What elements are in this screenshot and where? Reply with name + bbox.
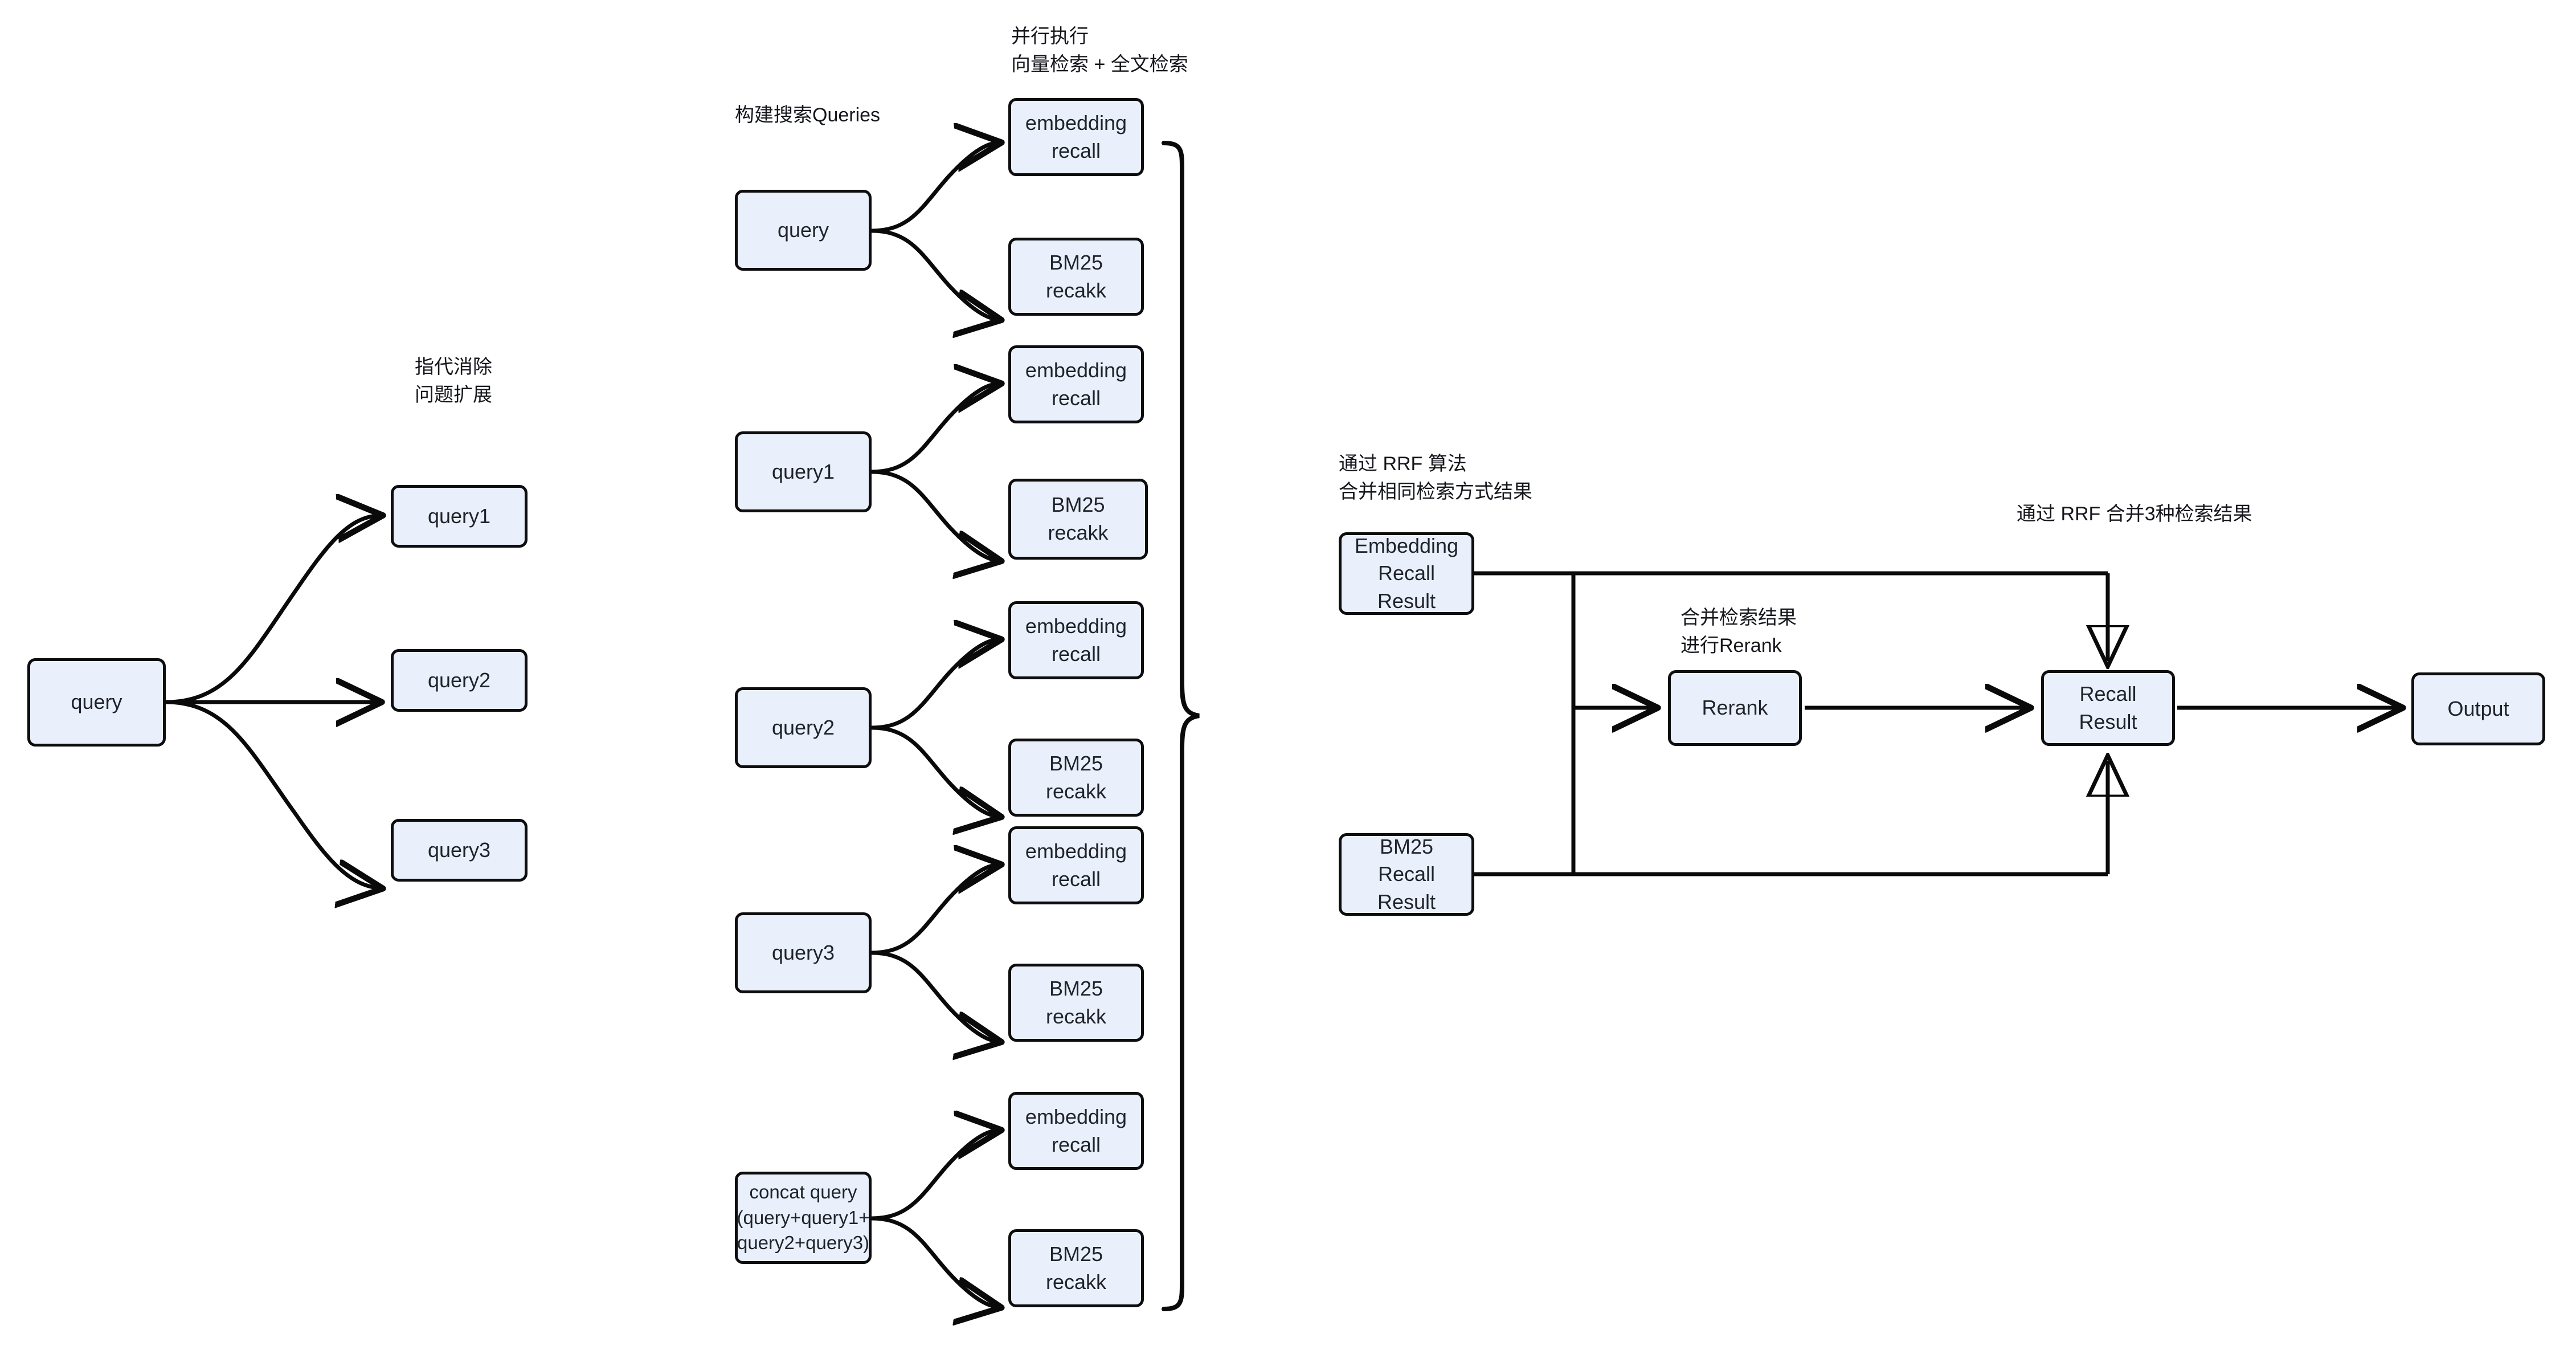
- node-bm25-recall-result[interactable]: BM25 Recall Result: [1339, 833, 1474, 916]
- node-stage2-embedding-3[interactable]: embedding recall: [1008, 826, 1144, 904]
- node-stage2-bm25-3[interactable]: BM25 recakk: [1008, 964, 1144, 1042]
- edge-group-retrieval: [871, 143, 996, 1307]
- node-output[interactable]: Output: [2411, 672, 2545, 745]
- node-stage2-query-4[interactable]: concat query (query+query1+ query2+query…: [735, 1172, 872, 1264]
- node-query-source[interactable]: query: [27, 658, 166, 747]
- edge-group-rrf: [1474, 571, 2397, 876]
- node-stage2-query-2[interactable]: query2: [735, 687, 872, 768]
- node-query1-expansion[interactable]: query1: [391, 485, 528, 548]
- note-rrf-same-type: 通过 RRF 算法 合并相同检索方式结果: [1339, 453, 1532, 503]
- node-stage2-embedding-2[interactable]: embedding recall: [1008, 601, 1144, 679]
- node-stage2-embedding-0[interactable]: embedding recall: [1008, 98, 1144, 176]
- node-recall-result[interactable]: Recall Result: [2041, 670, 2175, 746]
- node-stage2-query-1[interactable]: query1: [735, 431, 872, 512]
- edge-group-expansion: [165, 516, 377, 888]
- node-stage2-embedding-4[interactable]: embedding recall: [1008, 1092, 1144, 1170]
- node-stage2-bm25-2[interactable]: BM25 recakk: [1008, 739, 1144, 817]
- node-stage2-query-3[interactable]: query3: [735, 912, 872, 993]
- grouping-brace: [1162, 141, 1200, 1311]
- node-embedding-recall-result[interactable]: Embedding Recall Result: [1339, 532, 1474, 615]
- note-build-queries: 构建搜索Queries: [735, 104, 881, 126]
- node-query3-expansion[interactable]: query3: [391, 819, 528, 882]
- node-stage2-query-0[interactable]: query: [735, 190, 872, 271]
- node-stage2-bm25-4[interactable]: BM25 recakk: [1008, 1229, 1144, 1307]
- node-rerank[interactable]: Rerank: [1668, 670, 1802, 746]
- node-stage2-embedding-1[interactable]: embedding recall: [1008, 345, 1144, 423]
- note-rrf-three: 通过 RRF 合并3种检索结果: [2017, 503, 2252, 525]
- node-stage2-bm25-1[interactable]: BM25 recakk: [1008, 479, 1148, 560]
- note-merge-rerank: 合并检索结果 进行Rerank: [1680, 607, 1797, 657]
- node-query2-expansion[interactable]: query2: [391, 649, 528, 712]
- note-query-expansion: 指代消除 问题扩展: [415, 356, 492, 406]
- node-stage2-bm25-0[interactable]: BM25 recakk: [1008, 238, 1144, 316]
- note-parallel-exec: 并行执行 向量检索 + 全文检索: [1011, 26, 1188, 76]
